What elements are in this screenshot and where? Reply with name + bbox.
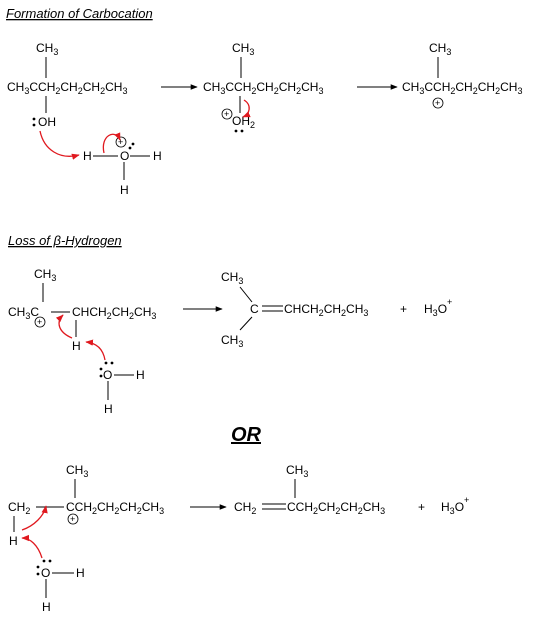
svg-text:+: + [435, 98, 440, 108]
svg-text:H: H [42, 600, 51, 614]
svg-text:H: H [120, 183, 129, 197]
hydronium-product-1: H3O+ [424, 297, 452, 318]
svg-text:CH3: CH3 [286, 463, 308, 479]
alcohol-molecule: CH3 CH3CCH2CH2CH2CH3 OH [7, 41, 127, 129]
red-curved-arrow-water-attack-2 [21, 534, 43, 559]
red-curved-arrow-water-attack [85, 339, 106, 361]
red-curved-arrow-ch-bond-2 [21, 505, 48, 531]
svg-text:CH3: CH3 [221, 333, 243, 349]
svg-text:CH3: CH3 [232, 41, 254, 57]
heading-formation-of-carbocation: Formation of Carbocation [6, 6, 153, 21]
hydronium-product-2: H3O+ [441, 495, 469, 516]
svg-text:O: O [103, 368, 112, 382]
svg-text:CH2: CH2 [8, 500, 30, 516]
svg-text:H: H [9, 534, 18, 548]
red-curved-arrow-bond-break [242, 99, 251, 118]
red-curved-arrow-ch-bond [55, 314, 73, 339]
svg-text:CH3: CH3 [34, 267, 56, 283]
carbocation-molecule: CH3 CH3CCH2CH2CH2CH3 + [402, 41, 522, 109]
svg-text:H: H [72, 339, 81, 353]
svg-text:CH3: CH3 [429, 41, 451, 57]
svg-text:+: + [224, 109, 229, 119]
alkene-product-2: CH3 CH2 CCH2CH2CH2CH3 [234, 463, 385, 516]
svg-text:CH3: CH3 [66, 463, 88, 479]
svg-text:CH3CCH2CH2CH2CH3: CH3CCH2CH2CH2CH3 [7, 80, 127, 96]
svg-text:H: H [136, 368, 145, 382]
water-molecule-1: O H H [85, 339, 145, 416]
heading-or: OR [231, 424, 262, 446]
svg-text:OH: OH [38, 115, 56, 129]
heading-loss-of-beta-hydrogen: Loss of β-Hydrogen [8, 233, 122, 248]
hydronium-molecule-1: H O H H + [83, 136, 162, 197]
svg-text:OH2: OH2 [232, 114, 255, 130]
protonated-alcohol-molecule: CH3 CH3CCH2CH2CH2CH3 OH2 + [203, 41, 323, 133]
svg-text:+: + [70, 514, 75, 524]
svg-text:H: H [153, 149, 162, 163]
svg-text:CH3: CH3 [36, 41, 58, 57]
plus-sign-2: + [418, 500, 425, 514]
plus-sign-1: + [400, 302, 407, 316]
svg-text:+: + [118, 137, 123, 147]
svg-text:H: H [83, 149, 92, 163]
svg-text:C: C [250, 302, 259, 316]
svg-text:H: H [104, 402, 113, 416]
svg-text:CH3: CH3 [221, 270, 243, 286]
svg-text:O: O [41, 566, 50, 580]
svg-text:CHCH2CH2CH3: CHCH2CH2CH3 [284, 302, 368, 318]
svg-text:CH2: CH2 [234, 500, 256, 516]
svg-text:CCH2CH2CH2CH3: CCH2CH2CH2CH3 [287, 500, 385, 516]
svg-text:CH3CCH2CH2CH2CH3: CH3CCH2CH2CH2CH3 [203, 80, 323, 96]
svg-text:O: O [120, 149, 129, 163]
red-curved-arrow-oxygen-attack [39, 130, 80, 160]
svg-text:CHCH2CH2CH3: CHCH2CH2CH3 [72, 305, 156, 321]
svg-text:CCH2CH2CH2CH3: CCH2CH2CH2CH3 [66, 500, 164, 516]
red-curved-arrow-bond-to-oxygen [102, 132, 121, 154]
svg-text:H: H [76, 566, 85, 580]
svg-text:+: + [37, 317, 42, 327]
svg-text:CH3C: CH3C [8, 305, 39, 321]
alkene-product-1: CH3 C CHCH2CH2CH3 CH3 [221, 270, 368, 349]
svg-text:CH3CCH2CH2CH2CH3: CH3CCH2CH2CH2CH3 [402, 80, 522, 96]
water-molecule-2: O H H [21, 534, 85, 614]
carbocation-beta-hydrogen: CH3 CH3C CHCH2CH2CH3 + H [8, 267, 156, 353]
carbocation-alternative: CH3 CH2 CCH2CH2CH2CH3 + H [8, 463, 164, 548]
